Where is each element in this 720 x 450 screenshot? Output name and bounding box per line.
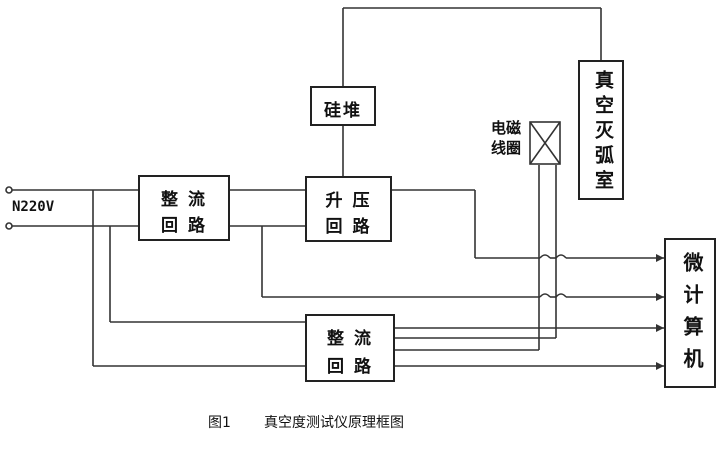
- arrow-head-3: [656, 324, 664, 332]
- boost-line2: 回 路: [325, 217, 372, 237]
- rectifier-top-block: 整 流 回 路: [138, 175, 230, 241]
- solenoid-line1: 电磁: [490, 119, 521, 137]
- rectifier-bottom-line1: 整 流: [327, 329, 373, 349]
- vacuum-chamber-label: 真空灭弧室: [592, 70, 614, 195]
- boost-circuit-block: 升 压 回 路: [305, 176, 392, 242]
- figure-title: 真空度测试仪原理框图: [264, 415, 404, 431]
- rectifier-top-line2: 回 路: [161, 216, 207, 236]
- solenoid-label: 电磁 线圈: [486, 118, 526, 158]
- solenoid-line2: 线圈: [490, 139, 521, 157]
- terminal-bottom: [5, 222, 13, 230]
- supply-label: N220V: [12, 199, 55, 215]
- rectifier-bottom-block: 整 流 回 路: [305, 314, 395, 382]
- rectifier-bottom-line2: 回 路: [327, 357, 373, 377]
- arrow-head-1: [656, 254, 664, 262]
- boost-line1: 升 压: [325, 191, 372, 211]
- terminal-top: [5, 186, 13, 194]
- arrow-head-2: [656, 293, 664, 301]
- microcomputer-label: 微计算机: [680, 252, 704, 380]
- silicon-stack-block: 硅堆: [310, 86, 376, 126]
- vacuum-chamber-block: 真空灭弧室: [578, 60, 624, 200]
- arrow-head-4: [656, 362, 664, 370]
- silicon-stack-label: 硅堆: [324, 101, 362, 121]
- microcomputer-block: 微计算机: [664, 238, 716, 388]
- figure-number: 图1: [208, 415, 231, 431]
- rectifier-top-line1: 整 流: [161, 190, 207, 210]
